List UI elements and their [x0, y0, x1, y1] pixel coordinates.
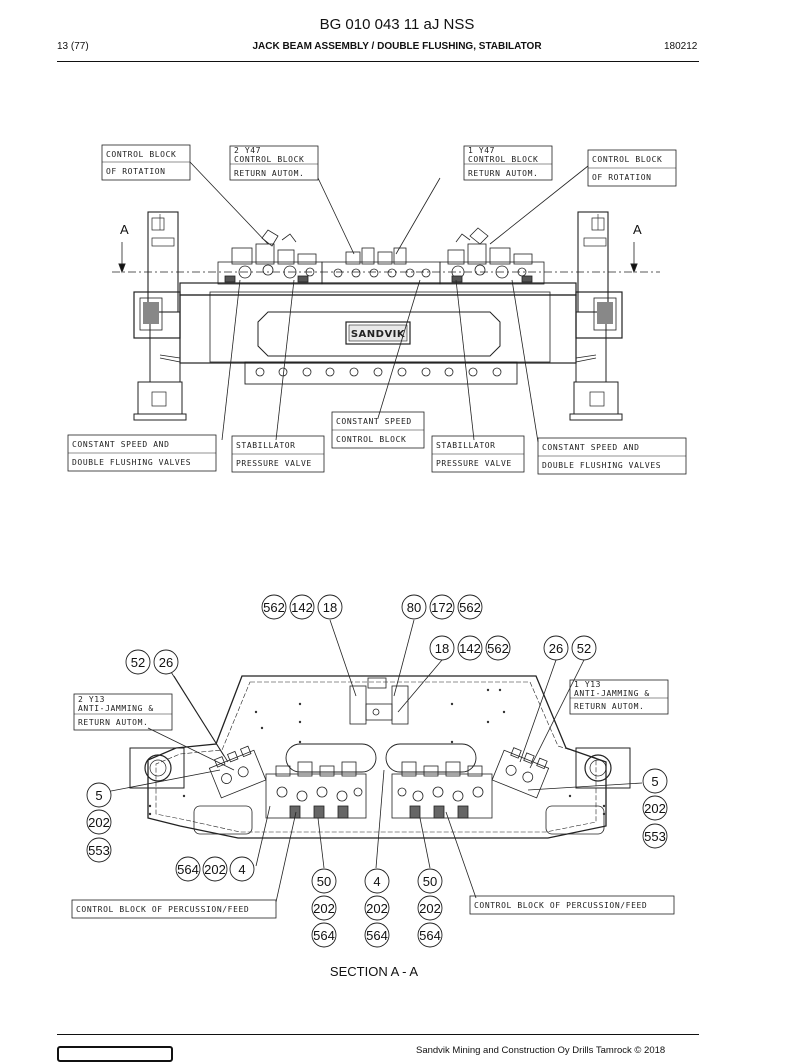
document-date: 180212	[664, 41, 698, 52]
balloon-group-5: 52 26	[125, 649, 179, 675]
svg-text:CONSTANT SPEED AND: CONSTANT SPEED AND	[542, 443, 640, 452]
balloon: 202	[204, 862, 226, 877]
callout-stabilator-right: STABILLATOR PRESSURE VALVE	[431, 435, 525, 473]
section-caption: SECTION A - A	[330, 964, 418, 979]
section-mark-left: A	[120, 222, 129, 237]
balloon: 50	[317, 874, 331, 889]
balloon: 562	[487, 641, 509, 656]
balloon-group-10: 4 202 564	[364, 868, 390, 948]
balloon: 562	[263, 600, 285, 615]
svg-text:CONTROL BLOCK: CONTROL BLOCK	[468, 155, 538, 164]
balloon: 142	[291, 600, 313, 615]
callout-constant-speed-flushing-right: CONSTANT SPEED AND DOUBLE FLUSHING VALVE…	[537, 437, 687, 475]
balloon: 202	[313, 901, 335, 916]
footer-rule	[57, 1034, 699, 1035]
callout-percussion-feed-left: CONTROL BLOCK OF PERCUSSION/FEED	[71, 899, 277, 919]
svg-text:CONTROL BLOCK OF PERCUSSION/FE: CONTROL BLOCK OF PERCUSSION/FEED	[76, 905, 249, 914]
top-view: SANDVIK	[67, 144, 687, 475]
balloon: 564	[313, 928, 335, 943]
balloon: 172	[431, 600, 453, 615]
balloon: 142	[459, 641, 481, 656]
section-view: 2 Y13 ANTI-JAMMING & RETURN AUTOM. 1 Y13…	[71, 594, 675, 979]
balloon: 4	[373, 874, 380, 889]
footer-logo	[57, 1046, 173, 1062]
svg-text:CONTROL BLOCK: CONTROL BLOCK	[234, 155, 304, 164]
svg-text:DOUBLE FLUSHING VALVES: DOUBLE FLUSHING VALVES	[542, 461, 661, 470]
page-title: JACK BEAM ASSEMBLY / DOUBLE FLUSHING, ST…	[252, 41, 542, 52]
balloon: 52	[131, 655, 145, 670]
balloon-group-11: 50 202 564	[417, 868, 443, 948]
svg-text:PRESSURE VALVE: PRESSURE VALVE	[436, 459, 512, 468]
svg-text:ANTI-JAMMING &: ANTI-JAMMING &	[574, 689, 650, 698]
balloon: 5	[95, 788, 102, 803]
balloon: 564	[366, 928, 388, 943]
callout-constant-speed-center: CONSTANT SPEED CONTROL BLOCK	[331, 411, 425, 449]
svg-text:CONSTANT SPEED: CONSTANT SPEED	[336, 417, 412, 426]
svg-text:PRESSURE VALVE: PRESSURE VALVE	[236, 459, 312, 468]
svg-text:CONTROL BLOCK: CONTROL BLOCK	[592, 155, 662, 164]
balloon-group-9: 50 202 564	[311, 868, 337, 948]
callout-return-autom-right: 1 Y47 CONTROL BLOCK RETURN AUTOM.	[463, 145, 553, 181]
balloon-group-3: 18 142 562	[429, 635, 511, 661]
callout-anti-jamming-left: 2 Y13 ANTI-JAMMING & RETURN AUTOM.	[73, 693, 173, 731]
svg-text:2 Y47: 2 Y47	[234, 146, 261, 155]
balloon: 564	[177, 862, 199, 877]
balloon: 553	[88, 843, 110, 858]
section-mark-right: A	[633, 222, 642, 237]
svg-text:OF ROTATION: OF ROTATION	[592, 173, 652, 182]
balloon: 202	[644, 801, 666, 816]
balloon-group-8: 564 202 4	[175, 856, 255, 882]
callout-stabilator-left: STABILLATOR PRESSURE VALVE	[231, 435, 325, 473]
callout-anti-jamming-right: 1 Y13 ANTI-JAMMING & RETURN AUTOM.	[569, 679, 669, 715]
balloon: 202	[88, 815, 110, 830]
svg-text:CONTROL BLOCK: CONTROL BLOCK	[106, 150, 176, 159]
svg-text:OF ROTATION: OF ROTATION	[106, 167, 166, 176]
svg-text:RETURN AUTOM.: RETURN AUTOM.	[234, 169, 304, 178]
svg-text:1 Y47: 1 Y47	[468, 146, 495, 155]
balloon: 52	[577, 641, 591, 656]
svg-text:DOUBLE FLUSHING VALVES: DOUBLE FLUSHING VALVES	[72, 458, 191, 467]
svg-text:2 Y13: 2 Y13	[78, 695, 105, 704]
page-number: 13 (77)	[57, 41, 89, 52]
balloon: 562	[459, 600, 481, 615]
brand-plate: SANDVIK	[351, 329, 406, 340]
callout-return-autom-left: 2 Y47 CONTROL BLOCK RETURN AUTOM.	[229, 145, 319, 181]
balloon: 4	[238, 862, 245, 877]
callout-percussion-feed-right: CONTROL BLOCK OF PERCUSSION/FEED	[469, 895, 675, 915]
balloon-group-2: 80 172 562	[401, 594, 483, 620]
balloon: 18	[435, 641, 449, 656]
document-id: BG 010 043 11 aJ NSS	[319, 16, 475, 33]
svg-text:STABILLATOR: STABILLATOR	[236, 441, 296, 450]
svg-text:RETURN AUTOM.: RETURN AUTOM.	[468, 169, 538, 178]
callout-rotation-right: CONTROL BLOCK OF ROTATION	[587, 149, 677, 187]
header-rule	[57, 61, 699, 62]
balloon: 26	[159, 655, 173, 670]
balloon: 26	[549, 641, 563, 656]
svg-text:CONTROL BLOCK OF PERCUSSION/FE: CONTROL BLOCK OF PERCUSSION/FEED	[474, 901, 647, 910]
svg-text:CONTROL BLOCK: CONTROL BLOCK	[336, 435, 406, 444]
svg-text:1 Y13: 1 Y13	[574, 680, 601, 689]
svg-text:STABILLATOR: STABILLATOR	[436, 441, 496, 450]
balloon: 50	[423, 874, 437, 889]
balloon: 80	[407, 600, 421, 615]
balloon-group-1: 562 142 18	[261, 594, 343, 620]
balloon: 553	[644, 829, 666, 844]
svg-text:RETURN AUTOM.: RETURN AUTOM.	[78, 718, 148, 727]
footer-copyright: Sandvik Mining and Construction Oy Drill…	[416, 1045, 666, 1056]
balloon: 202	[419, 901, 441, 916]
balloon: 18	[323, 600, 337, 615]
svg-text:RETURN AUTOM.: RETURN AUTOM.	[574, 702, 644, 711]
balloon-group-4: 26 52	[543, 635, 597, 661]
balloon: 202	[366, 901, 388, 916]
callout-constant-speed-flushing-left: CONSTANT SPEED AND DOUBLE FLUSHING VALVE…	[67, 434, 217, 472]
balloon: 564	[419, 928, 441, 943]
balloon-group-6: 5 202 553	[86, 782, 112, 863]
balloon: 5	[651, 774, 658, 789]
svg-text:CONSTANT SPEED AND: CONSTANT SPEED AND	[72, 440, 170, 449]
balloon-group-7: 5 202 553	[642, 768, 668, 849]
callout-rotation-left: CONTROL BLOCK OF ROTATION	[101, 144, 191, 181]
svg-text:ANTI-JAMMING &: ANTI-JAMMING &	[78, 704, 154, 713]
